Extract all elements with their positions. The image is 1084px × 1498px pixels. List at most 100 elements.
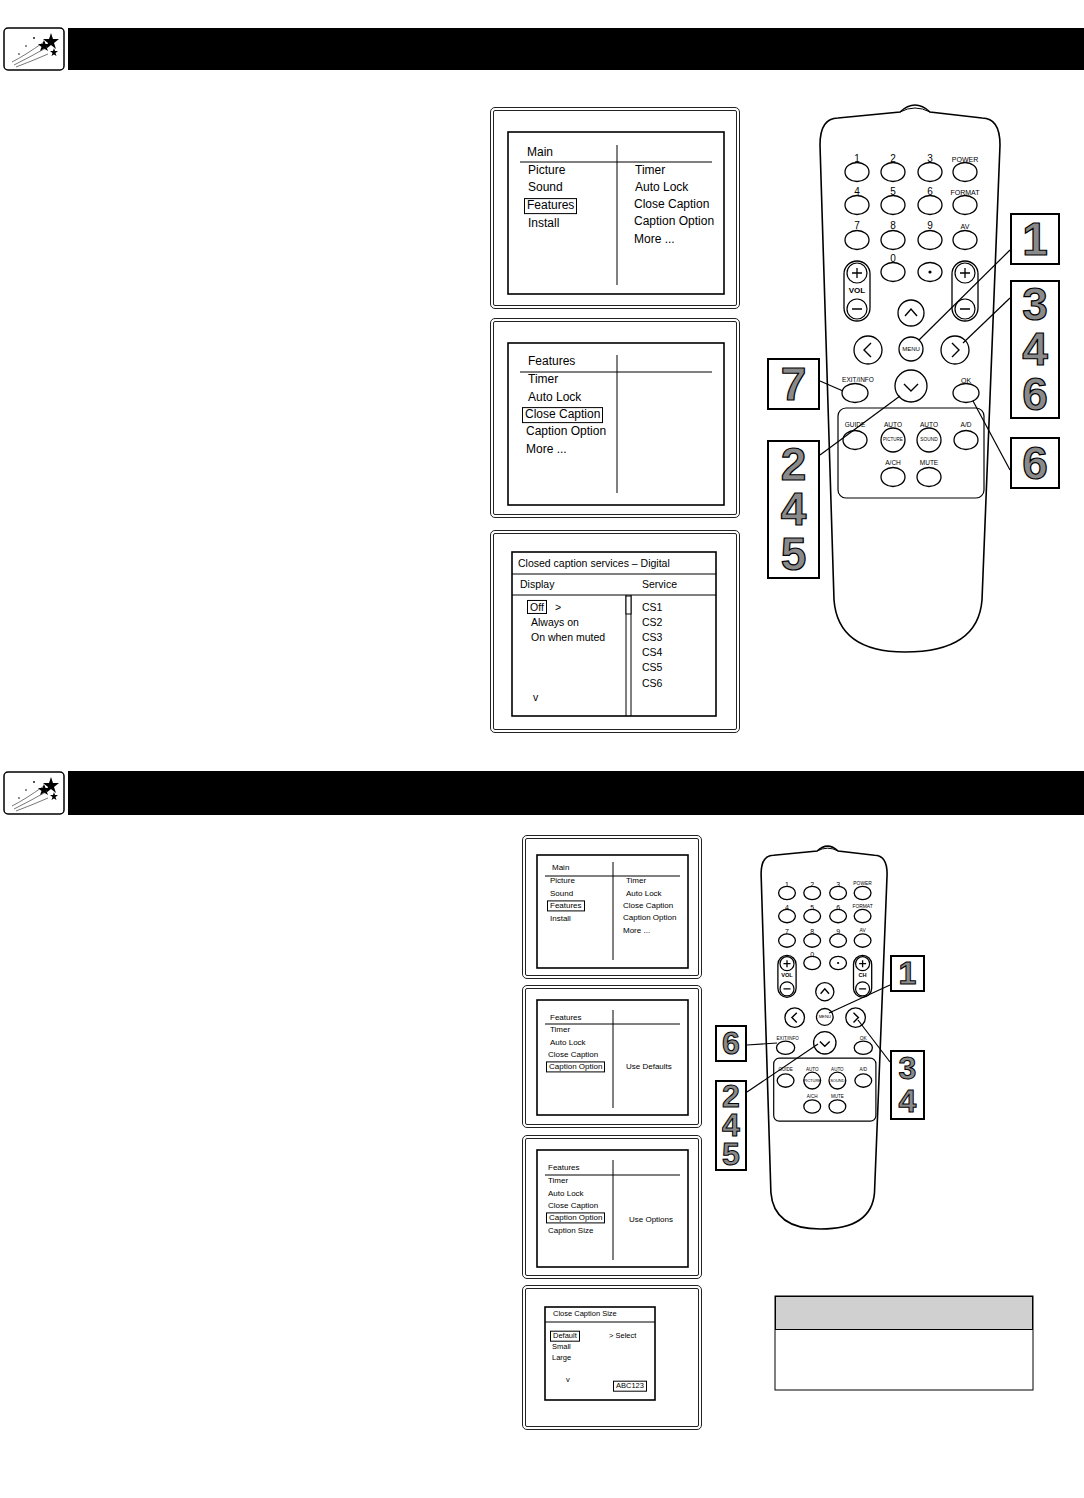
remote-button bbox=[854, 886, 871, 899]
menu-item: Features bbox=[550, 1013, 582, 1022]
menu-item: CS5 bbox=[642, 661, 662, 673]
menu-item: Close Caption Size bbox=[553, 1310, 617, 1319]
menu-item: CS1 bbox=[642, 601, 662, 613]
button-label: AV bbox=[961, 223, 970, 230]
scroll-thumb bbox=[626, 596, 631, 614]
plus-minus-sign bbox=[960, 268, 970, 309]
menu-divider bbox=[617, 355, 618, 493]
menu-item: Auto Lock bbox=[548, 1189, 584, 1198]
menu-item: Display bbox=[520, 578, 554, 590]
remote-button bbox=[830, 934, 847, 947]
button-label: 2 bbox=[810, 880, 814, 887]
remote-control bbox=[820, 105, 1000, 652]
up-button bbox=[816, 983, 834, 1001]
remote-button bbox=[855, 1074, 872, 1087]
button-label: GUIDE bbox=[845, 422, 866, 429]
button-label: FORMAT bbox=[950, 189, 979, 196]
dot-mark bbox=[928, 270, 931, 273]
screen-frame bbox=[522, 1285, 702, 1430]
button-label: EXIT/INFO bbox=[842, 377, 874, 384]
selected-menu-item: Off bbox=[527, 600, 547, 614]
remote-button bbox=[854, 909, 871, 922]
button-label: 1 bbox=[854, 154, 860, 164]
menu-item: Always on bbox=[531, 616, 579, 628]
button-label: 4 bbox=[854, 187, 860, 197]
callout-number: 1 bbox=[1022, 213, 1048, 265]
button-label: OK bbox=[860, 1036, 867, 1041]
header-bar bbox=[68, 28, 1084, 70]
screen-inner-frame bbox=[512, 552, 716, 716]
menu-item: Caption Option bbox=[623, 913, 676, 922]
button-label: 6 bbox=[927, 187, 933, 197]
screen-inner-frame bbox=[508, 343, 724, 505]
menu-item: Caption Size bbox=[548, 1226, 593, 1235]
menu-item: Main bbox=[552, 863, 569, 872]
ir-window bbox=[900, 108, 930, 112]
leader-line bbox=[963, 298, 1010, 343]
leader-line bbox=[973, 401, 1010, 470]
menu-button bbox=[816, 1009, 833, 1026]
menu-item: Install bbox=[528, 217, 559, 231]
dot-mark bbox=[837, 962, 839, 964]
arrow-chevron bbox=[792, 1013, 797, 1023]
button-label: SOUND bbox=[830, 1079, 844, 1083]
remote-button bbox=[918, 196, 942, 215]
rocker-key bbox=[854, 955, 872, 997]
callout-number: 3 4 6 bbox=[1022, 278, 1048, 420]
menu-item: Close Caption bbox=[634, 198, 709, 212]
menu-item: Timer bbox=[635, 164, 665, 178]
button-label: MUTE bbox=[831, 1094, 844, 1099]
menu-divider bbox=[613, 862, 614, 960]
arrow-chevron bbox=[952, 343, 959, 357]
remote-button bbox=[843, 431, 867, 450]
callout-box: 1 bbox=[1010, 213, 1060, 265]
menu-divider bbox=[613, 1160, 614, 1260]
button-label: 0 bbox=[810, 950, 814, 957]
menu-item: CS6 bbox=[642, 677, 662, 689]
menu-divider bbox=[617, 145, 618, 285]
remote-button bbox=[845, 231, 869, 250]
menu-item: Main bbox=[527, 146, 553, 160]
menu-item: Sound bbox=[528, 181, 563, 195]
remote-button bbox=[881, 163, 905, 182]
remote-button bbox=[804, 909, 821, 922]
note-band bbox=[776, 1297, 1033, 1330]
remote-button bbox=[918, 231, 942, 250]
menu-item: Service bbox=[642, 578, 677, 590]
button-label: MENU bbox=[902, 346, 920, 352]
selected-menu-item: Features bbox=[524, 198, 577, 214]
menu-item: Timer bbox=[550, 1025, 570, 1034]
button-label: 0 bbox=[890, 254, 896, 264]
callout-number: 3 4 bbox=[899, 1050, 917, 1119]
remote-button bbox=[953, 384, 979, 403]
menu-screen: MainPictureSoundFeaturesInstallTimerAuto… bbox=[522, 835, 702, 979]
remote-button bbox=[804, 956, 821, 969]
button-label: 7 bbox=[785, 927, 789, 934]
remote-button bbox=[804, 1072, 821, 1089]
button-label: EXIT/INFO bbox=[777, 1036, 799, 1041]
menu-item: More ... bbox=[623, 926, 650, 935]
screen-inner-frame bbox=[508, 132, 724, 294]
remote-button bbox=[953, 163, 977, 182]
remote-button bbox=[881, 263, 905, 282]
button-label: 2 bbox=[890, 154, 896, 164]
remote-button bbox=[917, 428, 941, 452]
menu-item: Auto Lock bbox=[626, 889, 662, 898]
menu-item: CS4 bbox=[642, 646, 662, 658]
down-button bbox=[895, 370, 927, 402]
menu-item: > Select bbox=[609, 1332, 636, 1341]
screen-inner-frame bbox=[537, 1150, 688, 1267]
callout-box: 2 4 5 bbox=[767, 440, 820, 579]
menu-item: On when muted bbox=[531, 631, 605, 643]
plus-minus-sign bbox=[859, 960, 866, 989]
menu-item: Auto Lock bbox=[635, 181, 688, 195]
button-label: CH bbox=[859, 974, 867, 980]
button-label: 6 bbox=[836, 904, 840, 911]
leader-line bbox=[919, 250, 1010, 340]
callout-number: 2 4 5 bbox=[722, 1078, 740, 1172]
button-label: PICTURE bbox=[803, 1079, 821, 1083]
button-label: FORMAT bbox=[852, 905, 872, 910]
down-button bbox=[814, 1032, 836, 1054]
button-label: A/D bbox=[961, 422, 972, 429]
button-label: VOL bbox=[849, 287, 865, 295]
